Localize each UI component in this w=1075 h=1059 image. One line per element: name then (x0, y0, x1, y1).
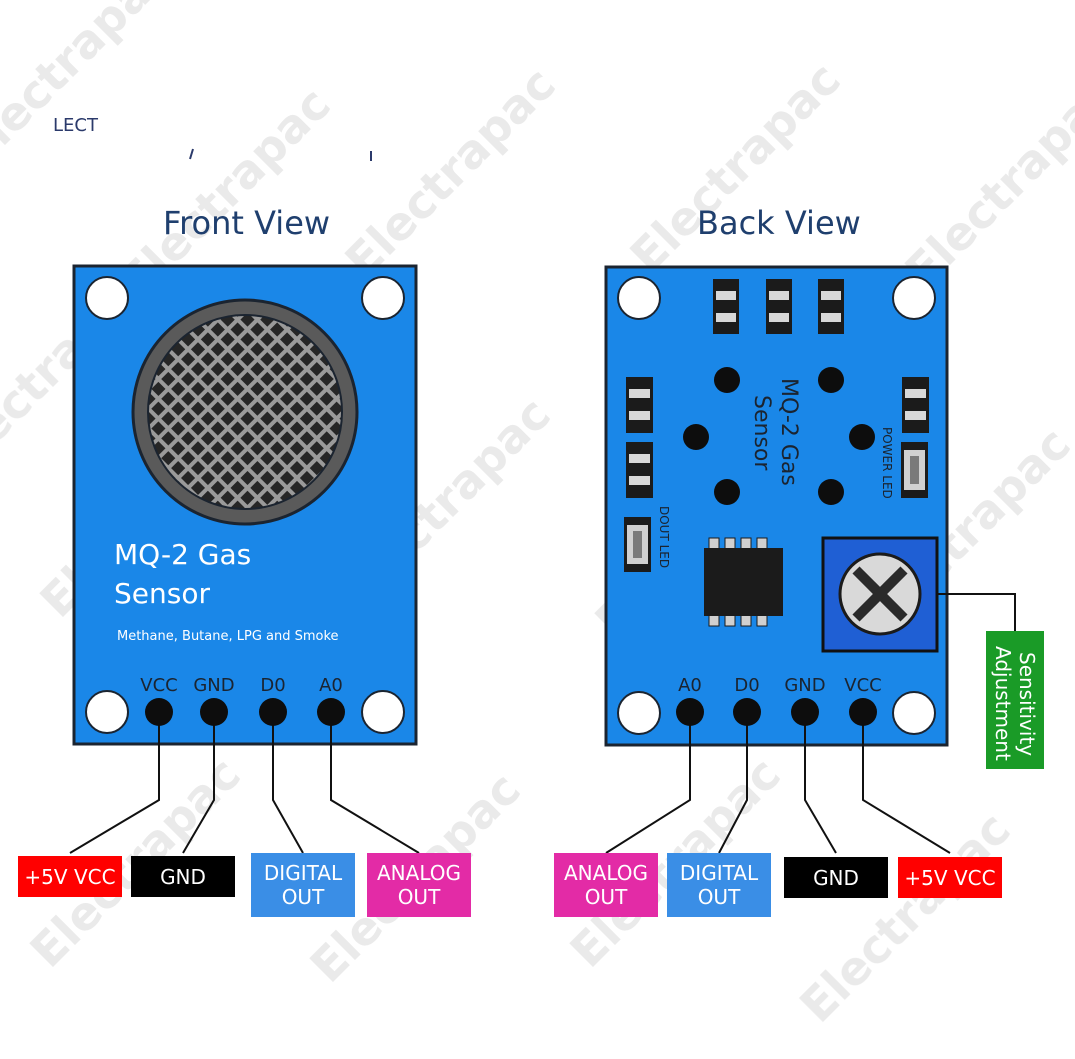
pin-function-box: GND (131, 856, 235, 897)
front-view-title: Front View (163, 204, 331, 242)
back-view-title: Back View (697, 204, 861, 242)
pin-function-label: ANALOG OUT (377, 861, 461, 909)
pin-function-box: GND (784, 857, 888, 898)
wire (272, 712, 304, 854)
sensor-pad (818, 479, 844, 505)
header-pin (200, 698, 228, 726)
mounting-hole (85, 690, 129, 734)
sensitivity-leader-line (937, 593, 1016, 631)
front-board-subtitle: Methane, Butane, LPG and Smoke (117, 629, 339, 644)
header-pin (259, 698, 287, 726)
header-pin (317, 698, 345, 726)
pin-function-box: +5V VCC (18, 856, 122, 897)
sensor-pad (714, 367, 740, 393)
pin-function-box: +5V VCC (898, 857, 1002, 898)
mounting-hole (892, 276, 936, 320)
pin-label: VCC (844, 675, 881, 696)
sensor-pad (818, 367, 844, 393)
pin-function-box: DIGITAL OUT (251, 853, 355, 917)
header-pin (791, 698, 819, 726)
pin-label: VCC (140, 675, 177, 696)
wire (605, 712, 691, 854)
mounting-hole (85, 276, 129, 320)
dout-led-label: DOUT LED (657, 506, 671, 568)
back-board-name-line2: Sensor (749, 395, 774, 471)
back-board-name-line1: MQ-2 Gas (776, 378, 801, 486)
pin-function-label: +5V VCC (904, 865, 996, 890)
header-pin (676, 698, 704, 726)
sensor-pad (849, 424, 875, 450)
mounting-hole (617, 276, 661, 320)
header-pin (145, 698, 173, 726)
mounting-hole (617, 691, 661, 735)
mounting-hole (361, 276, 405, 320)
header-pin (733, 698, 761, 726)
header-pin (849, 698, 877, 726)
pin-function-box: ANALOG OUT (367, 853, 471, 917)
smd-resistor (766, 279, 792, 334)
dout-led (624, 517, 651, 572)
pin-label: GND (784, 675, 825, 696)
pin-label: D0 (734, 675, 759, 696)
gas-sensor-element (131, 298, 359, 526)
front-board-name-line2: Sensor (114, 577, 210, 610)
pin-label: D0 (260, 675, 285, 696)
pin-function-box: ANALOG OUT (554, 853, 658, 917)
header-fragment: LECT (53, 115, 98, 136)
wire (69, 712, 160, 854)
sensitivity-label-box (986, 631, 1044, 769)
power-led (901, 442, 928, 498)
pin-label: GND (193, 675, 234, 696)
pin-function-label: DIGITAL OUT (679, 861, 759, 909)
sensor-pad (683, 424, 709, 450)
pin-function-label: DIGITAL OUT (263, 861, 343, 909)
pin-function-label: GND (813, 865, 859, 890)
sensitivity-label-line1: Sensitivity (1015, 652, 1039, 756)
header-marks (189, 148, 372, 161)
wire (182, 712, 215, 854)
mounting-hole (892, 691, 936, 735)
smd-resistor (626, 377, 653, 433)
wire (862, 712, 951, 854)
smd-resistor (713, 279, 739, 334)
trimpot (821, 536, 939, 653)
sensitivity-label-line2: Adjustment (991, 646, 1015, 761)
pin-function-label: ANALOG OUT (564, 861, 648, 909)
pin-function-label: GND (160, 864, 206, 889)
wire (804, 712, 837, 854)
pin-function-box: DIGITAL OUT (667, 853, 771, 917)
pin-label: A0 (678, 675, 702, 696)
front-board-name-line1: MQ-2 Gas (114, 538, 251, 571)
pin-label: A0 (319, 675, 343, 696)
mounting-hole (361, 690, 405, 734)
power-led-label: POWER LED (880, 427, 894, 499)
sensor-pad (714, 479, 740, 505)
smd-resistor (626, 442, 653, 498)
back-pcb (604, 265, 949, 747)
comparator-ic (704, 537, 783, 627)
wire (330, 712, 420, 854)
smd-resistor (818, 279, 844, 334)
pin-function-label: +5V VCC (24, 864, 116, 889)
wire (718, 712, 748, 854)
smd-resistor (902, 377, 929, 433)
